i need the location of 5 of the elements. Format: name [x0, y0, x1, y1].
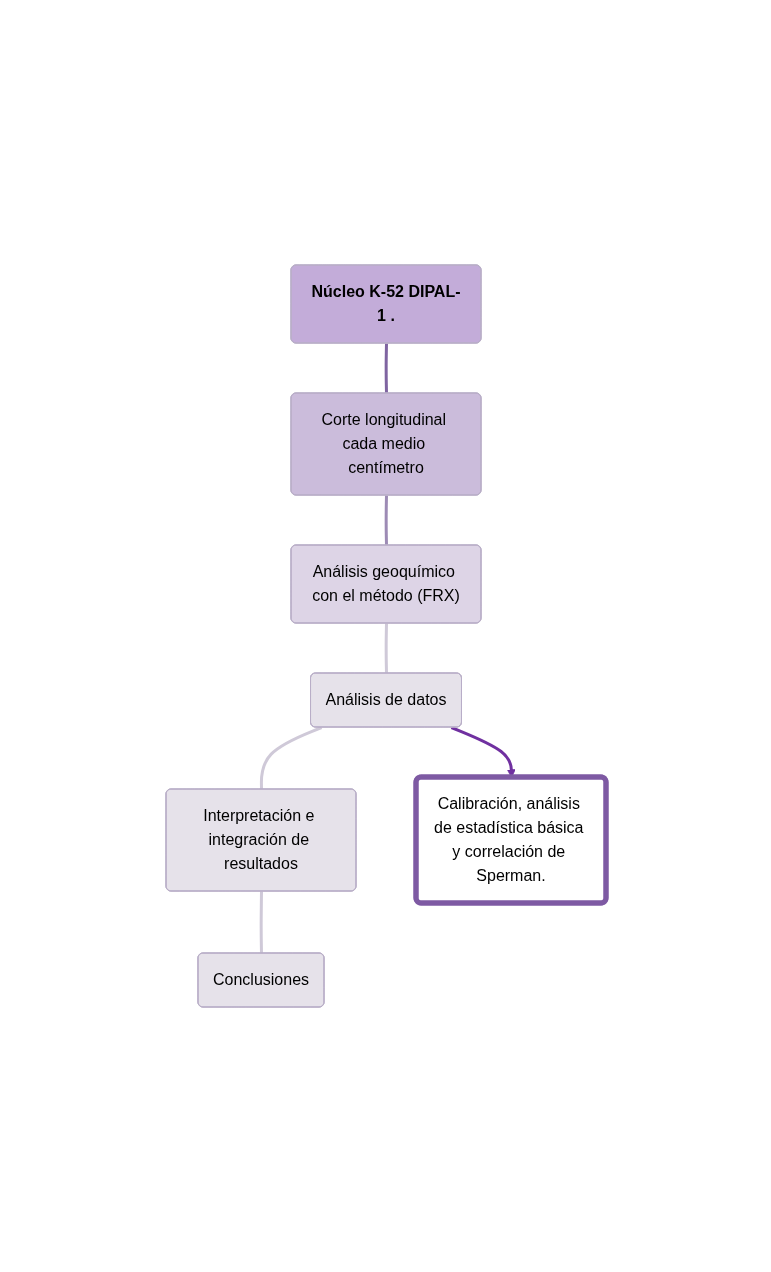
connector: [384, 495, 388, 546]
connector: [259, 891, 263, 954]
connector: [259, 726, 322, 790]
connector: [384, 343, 388, 394]
connector: [384, 623, 388, 674]
